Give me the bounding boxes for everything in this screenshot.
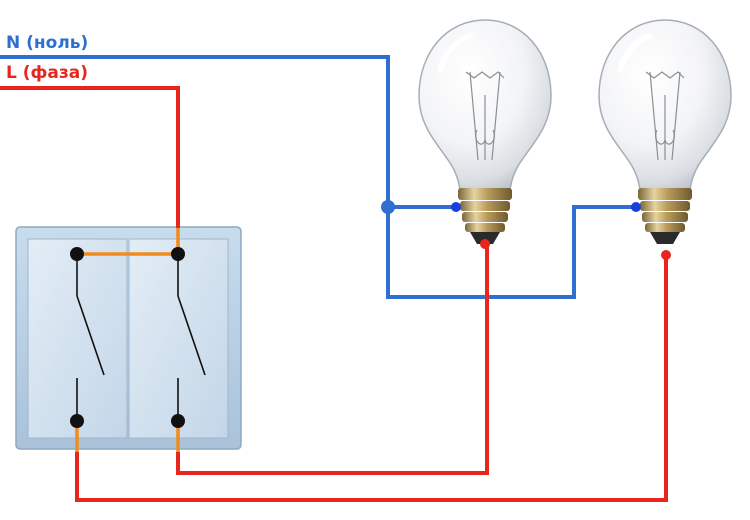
lamp-1-filament-icon (465, 71, 505, 161)
neutral-junction-node (381, 200, 395, 214)
lamp1-phase-wire (176, 245, 489, 475)
phase-wires (0, 86, 668, 502)
terminal-right-top (171, 247, 185, 261)
terminal-left-bottom (70, 414, 84, 428)
neutral-wire-label: N (ноль) (6, 33, 89, 53)
neutral-main-wire (0, 55, 636, 299)
phase-wire-label: L (фаза) (6, 63, 88, 83)
phase-input-wire (0, 86, 180, 228)
double-switch (15, 226, 242, 450)
lamp2-phase-wire (75, 255, 668, 502)
lamp-1-base-icon (458, 188, 512, 244)
neutral-wires (0, 55, 636, 299)
lamp-1 (418, 19, 552, 249)
lamp-2-filament-icon (645, 71, 685, 161)
lamp-2-base-icon (638, 188, 692, 244)
lamp-2 (598, 19, 732, 260)
left-contact-lever (76, 295, 105, 376)
switch-terminals (70, 247, 185, 428)
lamp-1-neutral-contact (451, 202, 461, 212)
terminal-right-bottom (171, 414, 185, 428)
lamp-2-neutral-contact (631, 202, 641, 212)
lamp-1-phase-contact (480, 239, 490, 249)
switch-contacts (76, 254, 206, 421)
lamp-2-phase-contact (661, 250, 671, 260)
terminal-left-top (70, 247, 84, 261)
right-contact-lever (177, 295, 206, 376)
